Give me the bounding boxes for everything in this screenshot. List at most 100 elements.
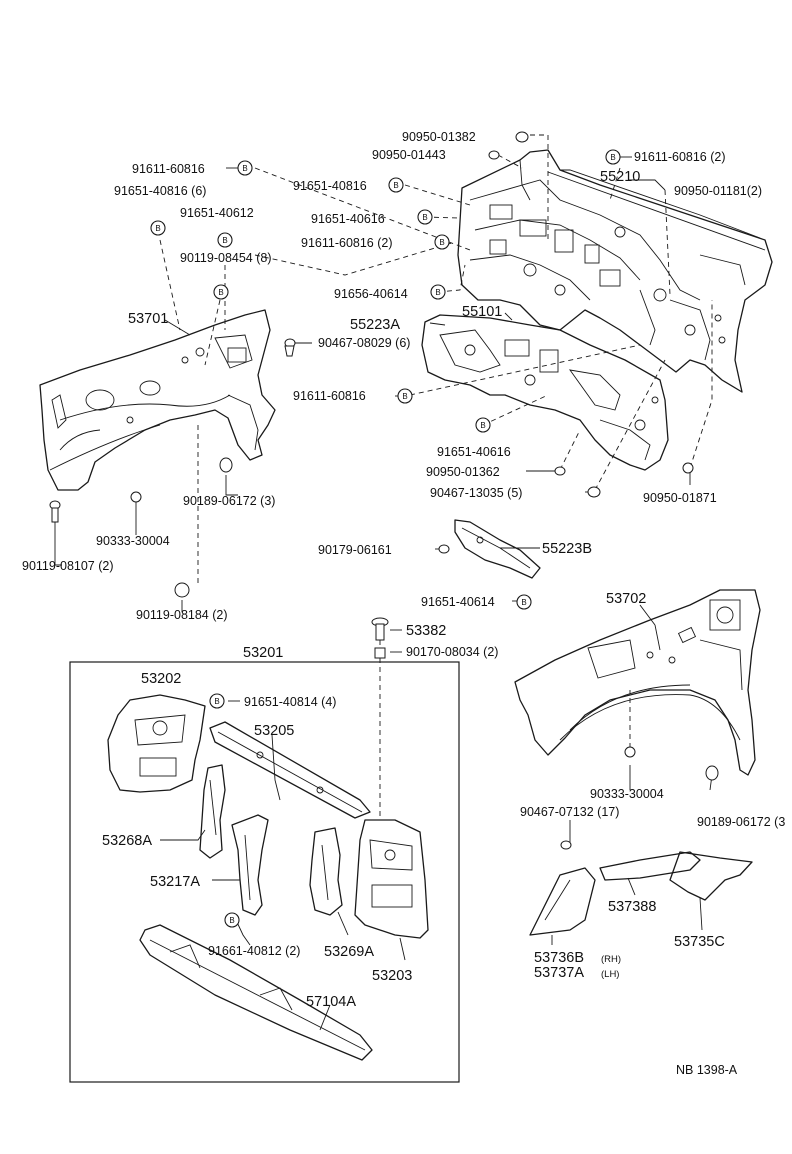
svg-text:B: B xyxy=(521,598,526,607)
part-53203-support xyxy=(354,819,429,939)
part-53217A-brace xyxy=(231,814,269,916)
circled-b-icon: B xyxy=(237,160,253,176)
part-53702-apron xyxy=(514,589,761,776)
label-91611-60816-c: 91611-60816 xyxy=(293,389,366,403)
svg-text:B: B xyxy=(480,421,485,430)
label-90119-08454: 90119-08454 (8) xyxy=(180,251,272,265)
svg-text:B: B xyxy=(439,238,444,247)
label-55223A: 55223A xyxy=(350,317,400,333)
label-90119-08184: 90119-08184 (2) xyxy=(136,608,228,622)
label-91611-60816-2: 91611-60816 (2) xyxy=(634,150,726,164)
circled-b-icon: B xyxy=(224,912,240,928)
label-55210: 55210 xyxy=(600,169,640,185)
label-90467-13035: 90467-13035 (5) xyxy=(430,486,522,500)
circled-b-icon: B xyxy=(516,594,532,610)
label-53701: 53701 xyxy=(128,311,168,327)
bolt-fastener xyxy=(587,486,601,498)
label-90119-08107: 90119-08107 (2) xyxy=(22,559,114,573)
label-53201: 53201 xyxy=(243,645,283,661)
label-53382: 53382 xyxy=(406,623,446,639)
label-90333-30004-b: 90333-30004 xyxy=(590,787,664,801)
label-55223B: 55223B xyxy=(542,541,592,557)
label-90950-01871: 90950-01871 xyxy=(643,491,717,505)
circled-b-icon: B xyxy=(434,234,450,250)
label-91651-40816: 91651-40816 xyxy=(293,179,367,193)
label-91661-40812: 91661-40812 (2) xyxy=(208,944,300,958)
label-90170-08034: 90170-08034 (2) xyxy=(406,645,498,659)
fasteners xyxy=(49,131,719,850)
nut-fastener xyxy=(438,544,450,554)
part-57104A-crossmember xyxy=(139,924,373,1061)
svg-text:B: B xyxy=(214,697,219,706)
clip-fastener xyxy=(174,582,190,598)
circled-b-icon: B xyxy=(209,693,225,709)
label-90189-06172-a: 90189-06172 (3) xyxy=(183,494,275,508)
group-53201-frame xyxy=(69,661,460,1083)
svg-text:B: B xyxy=(222,236,227,245)
label-53269A: 53269A xyxy=(324,944,374,960)
circled-b-icon: B xyxy=(430,284,446,300)
svg-text:B: B xyxy=(242,164,247,173)
svg-text:B: B xyxy=(610,153,615,162)
label-53735C: 53735C xyxy=(674,934,725,950)
circled-b-icon: B xyxy=(397,388,413,404)
part-53269A-brace xyxy=(309,827,343,916)
label-91656-40614: 91656-40614 xyxy=(334,287,408,301)
label-53217A: 53217A xyxy=(150,874,200,890)
label-91651-40616b: 91651-40616 xyxy=(437,445,511,459)
nut-fastener xyxy=(682,462,694,474)
svg-text:B: B xyxy=(218,288,223,297)
label-91651-40612: 91651-40612 xyxy=(180,206,254,220)
svg-text:B: B xyxy=(393,181,398,190)
label-90189-06172-b: 90189-06172 (3 xyxy=(697,815,785,829)
label-90950-01181: 90950-01181(2) xyxy=(674,184,762,198)
label-53203: 53203 xyxy=(372,968,412,984)
svg-text:B: B xyxy=(229,916,234,925)
solid-leaders xyxy=(54,156,713,1031)
label-537388: 537388 xyxy=(608,899,656,915)
label-90467-07132: 90467-07132 (17) xyxy=(520,805,619,819)
label-91611-60816: 91611-60816 xyxy=(132,162,205,176)
label-90467-08029: 90467-08029 (6) xyxy=(318,336,410,350)
label-90950-01362: 90950-01362 xyxy=(426,465,500,479)
circled-b-icon: B xyxy=(475,417,491,433)
label-55101: 55101 xyxy=(462,304,502,320)
label-90950-01443: 90950-01443 xyxy=(372,148,446,162)
nut-fastener xyxy=(488,150,500,160)
label-91611-60816-2b: 91611-60816 (2) xyxy=(301,236,393,250)
label-91651-40814: 91651-40814 (4) xyxy=(244,695,336,709)
part-53202-support xyxy=(107,694,206,793)
circled-b-icon: B xyxy=(605,149,621,165)
part-55101-insulator xyxy=(421,314,669,471)
label-57104A: 57104A xyxy=(306,994,356,1010)
labels: 90950-01382 90950-01443 91611-60816 9161… xyxy=(22,130,785,1077)
screw-fastener xyxy=(560,840,572,850)
circled-b-icon: B xyxy=(388,177,404,193)
nut-90170 xyxy=(374,647,386,659)
part-53205-crossmember xyxy=(209,721,371,819)
label-91651-40816-6: 91651-40816 (6) xyxy=(114,184,206,198)
svg-text:B: B xyxy=(422,213,427,222)
label-90333-30004-a: 90333-30004 xyxy=(96,534,170,548)
label-91651-40614: 91651-40614 xyxy=(421,595,495,609)
label-53268A: 53268A xyxy=(102,833,152,849)
label-53736B: 53736B xyxy=(534,950,584,966)
label-53205: 53205 xyxy=(254,723,294,739)
label-91651-40616: 91651-40616 xyxy=(311,212,385,226)
part-53268A-side xyxy=(199,764,226,859)
nut-fastener xyxy=(624,746,636,758)
part-53701-apron xyxy=(39,309,276,491)
clip-fastener xyxy=(219,457,233,473)
diagram-code: NB 1398-A xyxy=(676,1063,738,1077)
clip-fastener xyxy=(705,765,719,781)
label-53737A: 53737A xyxy=(534,965,584,981)
circled-b-symbols: B B B B B B B B B B B B B B xyxy=(150,149,621,928)
circled-b-icon: B xyxy=(213,284,229,300)
svg-text:B: B xyxy=(155,224,160,233)
label-rh: (RH) xyxy=(601,954,621,965)
svg-text:B: B xyxy=(435,288,440,297)
svg-text:B: B xyxy=(402,392,407,401)
dashed-leaders xyxy=(159,134,713,820)
label-90950-01382: 90950-01382 xyxy=(402,130,476,144)
